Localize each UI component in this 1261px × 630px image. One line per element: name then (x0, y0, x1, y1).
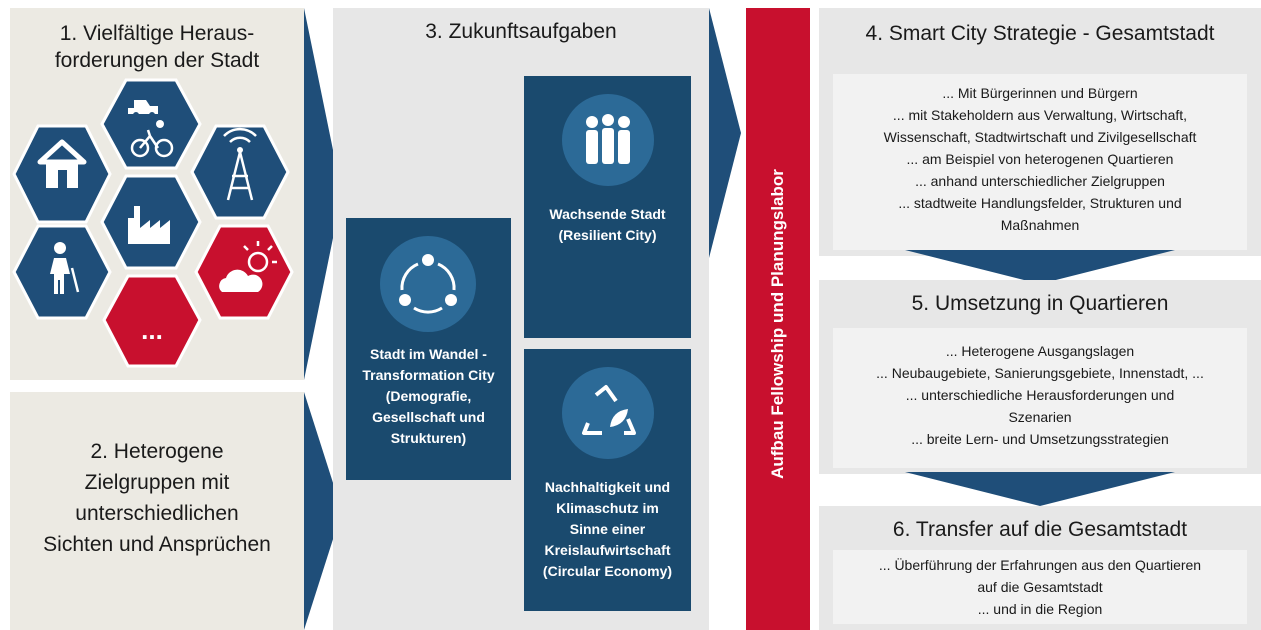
factory-icon (100, 174, 202, 270)
tile-transformation-city: Stadt im Wandel - Transformation City (D… (346, 218, 511, 480)
mobility-icon (100, 78, 202, 170)
elderly-person-icon (12, 224, 112, 320)
target-groups-text: 2. Heterogene Zielgruppen mit unterschie… (43, 440, 271, 556)
arrow-4-to-5 (905, 250, 1175, 284)
transfer-panel: 6. Transfer auf die Gesamtstadt ... Über… (819, 506, 1261, 630)
implementation-title: 5. Umsetzung in Quartieren (911, 292, 1169, 315)
cycle-arrows-icon (380, 236, 476, 332)
more-challenges-hexagon (102, 274, 202, 368)
arrow-1-to-3 (304, 8, 342, 380)
strategy-title: 4. Smart City Strategie - Gesamtstadt (865, 22, 1215, 45)
strategy-panel: 4. Smart City Strategie - Gesamtstadt ..… (819, 8, 1261, 256)
antenna-icon (190, 124, 290, 220)
tile-sustainability-text: Nachhaltigkeit und Klimaschutz im Sinne … (542, 479, 673, 579)
fellowship-bar-label: Aufbau Fellowship und Planungslabor (768, 169, 787, 479)
recycling-leaf-icon (562, 367, 654, 459)
implementation-panel: 5. Umsetzung in Quartieren ... Heterogen… (819, 280, 1261, 474)
implementation-details: ... Heterogene Ausgangslagen ... Neubaug… (833, 328, 1247, 468)
arrow-5-to-6 (905, 472, 1175, 506)
target-groups-panel: 2. Heterogene Zielgruppen mit unterschie… (10, 392, 304, 630)
house-icon (12, 124, 112, 224)
future-tasks-title: 3. Zukunftsaufgaben (425, 20, 617, 43)
transfer-title: 6. Transfer auf die Gesamtstadt (892, 518, 1188, 541)
challenges-title: 1. Vielfältige Heraus- forderungen der S… (54, 22, 260, 72)
tile-sustainability: Nachhaltigkeit und Klimaschutz im Sinne … (524, 349, 691, 611)
weather-icon (194, 224, 294, 320)
people-group-icon (562, 94, 654, 186)
tile-growing-city: Wachsende Stadt (Resilient City) (524, 76, 691, 338)
ellipsis-label: ... (141, 315, 163, 345)
tile-transformation-text: Stadt im Wandel - Transformation City (D… (362, 346, 495, 446)
tile-growing-text: Wachsende Stadt (Resilient City) (549, 206, 666, 243)
strategy-details: ... Mit Bürgerinnen und Bürgern ... mit … (833, 74, 1247, 250)
hexagon-icon-cluster (12, 78, 294, 368)
arrow-2-to-3 (304, 392, 342, 630)
arrow-3-to-4 (709, 8, 741, 258)
fellowship-bar: Aufbau Fellowship und Planungslabor (746, 8, 810, 630)
transfer-details: ... Überführung der Erfahrungen aus den … (833, 550, 1247, 624)
